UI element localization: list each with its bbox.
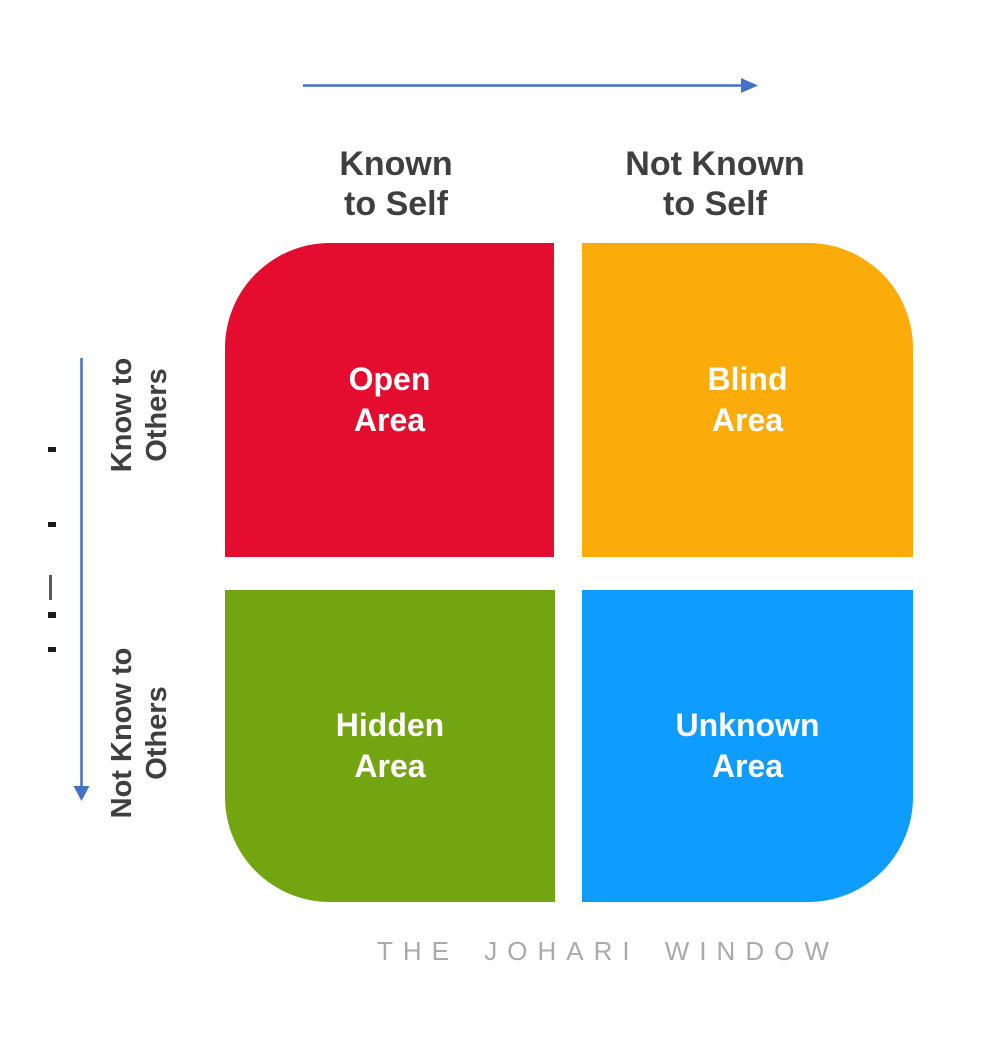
quadrant-label: Blind Area: [708, 359, 788, 441]
quadrant-label-line: Area: [711, 402, 784, 438]
row-header-know-to-others: Know to Others: [105, 305, 181, 525]
column-header-line: to Self: [663, 185, 767, 223]
quadrant-label-line: Unknown: [675, 707, 820, 743]
quadrant-open-area: Open Area: [225, 243, 554, 557]
column-header-line: to Self: [344, 185, 448, 223]
quadrant-label: Hidden Area: [336, 705, 444, 787]
vertical-axis-arrowhead-icon: [73, 786, 90, 801]
quadrant-blind-area: Blind Area: [582, 243, 913, 557]
row-header-line: Know to: [106, 357, 138, 473]
column-header-line: Not Known: [625, 145, 805, 183]
quadrant-label-line: Area: [711, 748, 784, 784]
left-edge-tick-mark: [48, 647, 56, 652]
quadrant-label-line: Open: [348, 361, 431, 397]
quadrant-label-line: Blind: [707, 361, 788, 397]
left-edge-tick-mark: [48, 447, 56, 452]
quadrant-label: Unknown Area: [676, 705, 820, 787]
left-edge-tick-mark: [48, 612, 56, 618]
quadrant-label-line: Area: [354, 748, 426, 784]
column-header-known-to-self: Known to Self: [286, 144, 506, 224]
row-header-line: Others: [141, 686, 173, 780]
quadrant-label-line: Hidden: [335, 707, 445, 743]
quadrant-unknown-area: Unknown Area: [582, 590, 913, 902]
quadrant-hidden-area: Hidden Area: [225, 590, 555, 902]
horizontal-axis-arrowhead-icon: [741, 78, 758, 93]
left-edge-bar-mark: [49, 575, 52, 600]
quadrant-label-line: Area: [353, 402, 426, 438]
row-header-line: Others: [141, 368, 173, 462]
column-header-not-known-to-self: Not Known to Self: [595, 144, 835, 224]
left-edge-tick-mark: [48, 522, 56, 527]
diagram-title: THE JOHARI WINDOW: [377, 936, 839, 966]
row-header-not-know-to-others: Not Know to Others: [105, 603, 181, 863]
quadrant-label: Open Area: [349, 359, 431, 441]
row-header-line: Not Know to: [106, 647, 138, 819]
column-header-line: Known: [339, 145, 453, 183]
